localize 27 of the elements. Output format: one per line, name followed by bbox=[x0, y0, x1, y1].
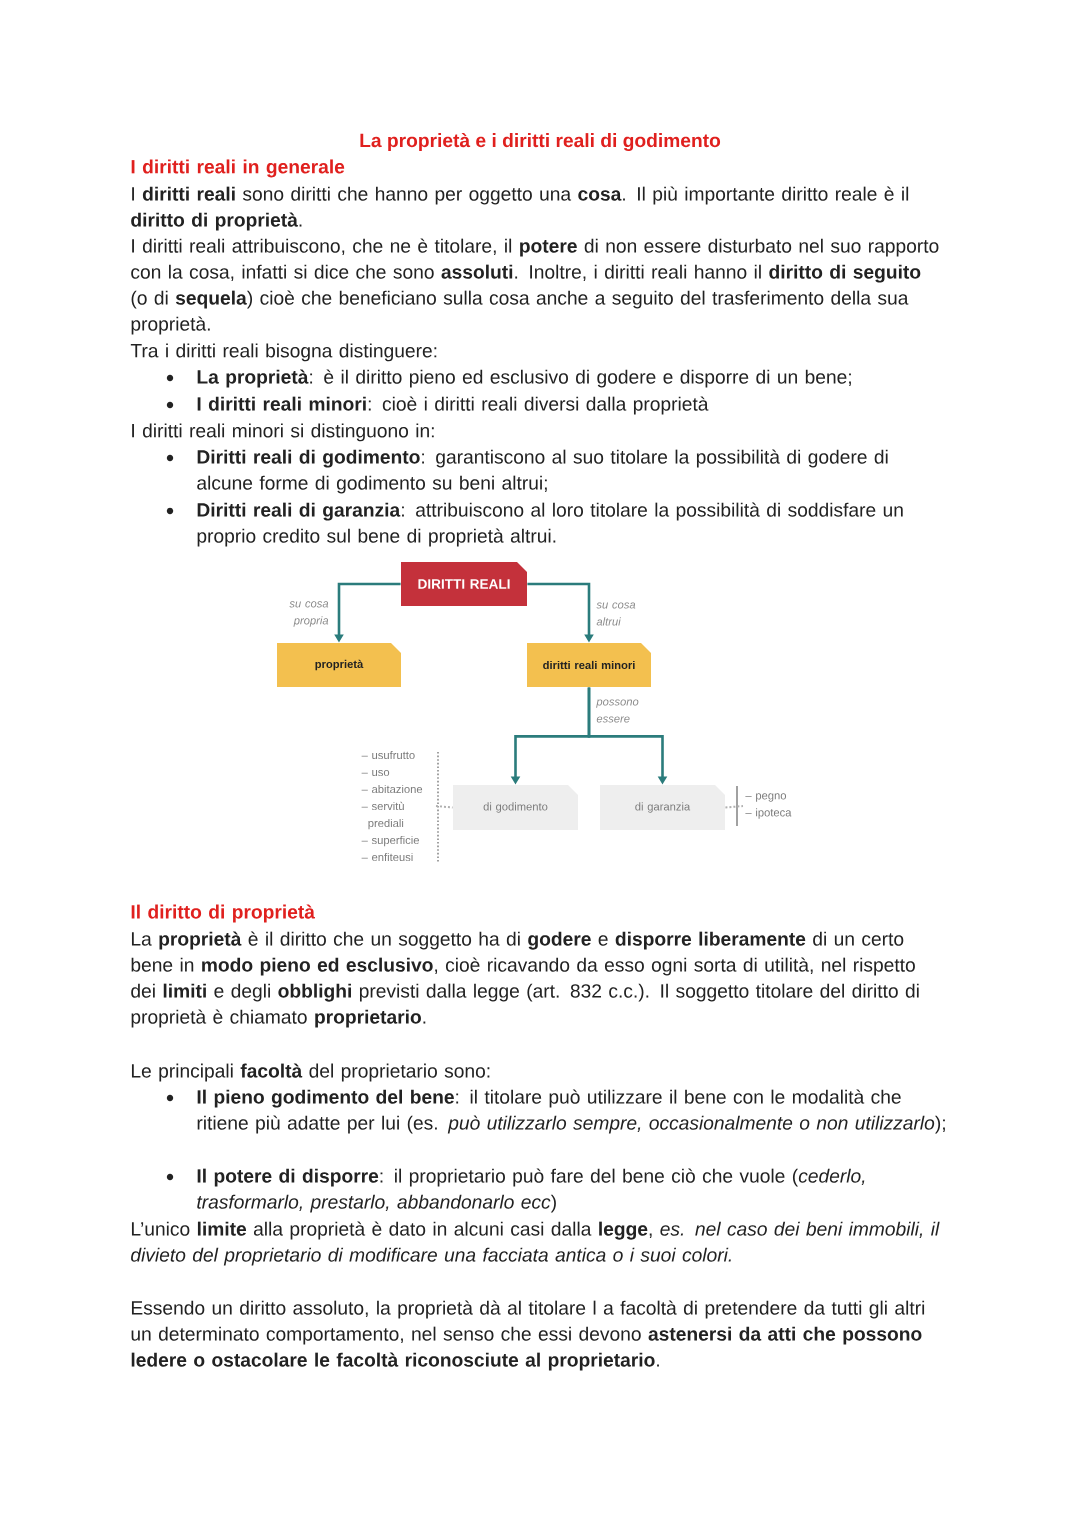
paragraph: I diritti reali sono diritti che hanno per oggetto una cosa. Il più importante diritto reale è il diritto di proprietà. bbox=[131, 186, 909, 231]
edge-label: possono essere bbox=[596, 699, 639, 723]
category-box: DIRITTI REALI bbox=[401, 562, 527, 606]
item-list: – pegno – ipoteca bbox=[745, 793, 792, 819]
paragraph: L’unico limite alla proprietà è dato in alcuni casi dalla legge, es. nel caso dei beni immobili, il divieto del proprietario di modificare una facciata antica o i suoi colori. bbox=[131, 1221, 940, 1266]
section-heading: Il diritto di proprietà bbox=[131, 904, 315, 923]
paragraph: Diritti reali di garanzia: attribuiscono al loro titolare la possibilità di soddisfare un proprio credito sul bene di proprietà altrui. bbox=[197, 502, 903, 547]
paragraph: Essendo un diritto assoluto, la proprietà dà al titolare l a facoltà di pretendere da tutti gli altri un determinato comportamento, nel senso che essi devono astenersi da atti che possono ledere o ostacolare le facoltà riconosciute al proprietario. bbox=[131, 1300, 925, 1371]
page-title: La proprietà e i diritti reali di godimento bbox=[360, 132, 721, 152]
category-box: di garanzia bbox=[600, 785, 725, 830]
paragraph: Il pieno godimento del bene: il titolare può utilizzare il bene con le modalità che ritiene più adatte per lui (es. può utilizzarlo sempre, occasionalmente o non utilizzarlo); bbox=[197, 1089, 945, 1134]
paragraph: Il potere di disporre: il proprietario può fare del bene ciò che vuole (cederlo, trasformarlo, prestarlo, abbandonarlo ecc) bbox=[197, 1168, 865, 1213]
item-list: – usufrutto – uso – abitazione – servitù prediali – superficie – enfiteusi bbox=[361, 750, 423, 862]
edge-label: su cosa altrui bbox=[596, 602, 636, 626]
category-box: proprietà bbox=[277, 643, 401, 687]
paragraph: La proprietà: è il diritto pieno ed esclusivo di godere e disporre di un bene; bbox=[197, 369, 851, 388]
edge-label: su cosa propria bbox=[289, 601, 329, 627]
paragraph: I diritti reali minori si distinguono in: bbox=[132, 423, 434, 442]
paragraph: Le principali facoltà del proprietario sono: bbox=[131, 1063, 490, 1082]
paragraph: Diritti reali di godimento: garantiscono al suo titolare la possibilità di godere di alcune forme di godimento su beni altrui; bbox=[197, 449, 888, 494]
paragraph: Tra i diritti reali bisogna distinguere: bbox=[130, 343, 437, 362]
paragraph: La proprietà è il diritto che un soggetto ha di godere e disporre liberamente di un certo bene in modo pieno ed esclusivo, cioè ricavando da esso ogni sorta di utilità, nel rispetto dei limiti e degli obblighi previsti dalla legge (art. 832 c.c.). Il soggetto titolare del diritto di proprietà è chiamato proprietario. bbox=[131, 931, 919, 1028]
category-box: diritti reali minori bbox=[527, 643, 651, 687]
paragraph: I diritti reali attribuiscono, che ne è titolare, il potere di non essere disturbato nel suo rapporto con la cosa, infatti si dice che sono assoluti. Inoltre, i diritti reali hanno il diritto di seguito (o di sequela) cioè che beneficiano sulla cosa anche a seguito del trasferimento della sua proprietà. bbox=[131, 238, 939, 335]
section-heading: I diritti reali in generale bbox=[131, 159, 345, 178]
category-box: di godimento bbox=[453, 785, 578, 830]
paragraph: I diritti reali minori: cioè i diritti reali diversi dalla proprietà bbox=[197, 396, 709, 415]
